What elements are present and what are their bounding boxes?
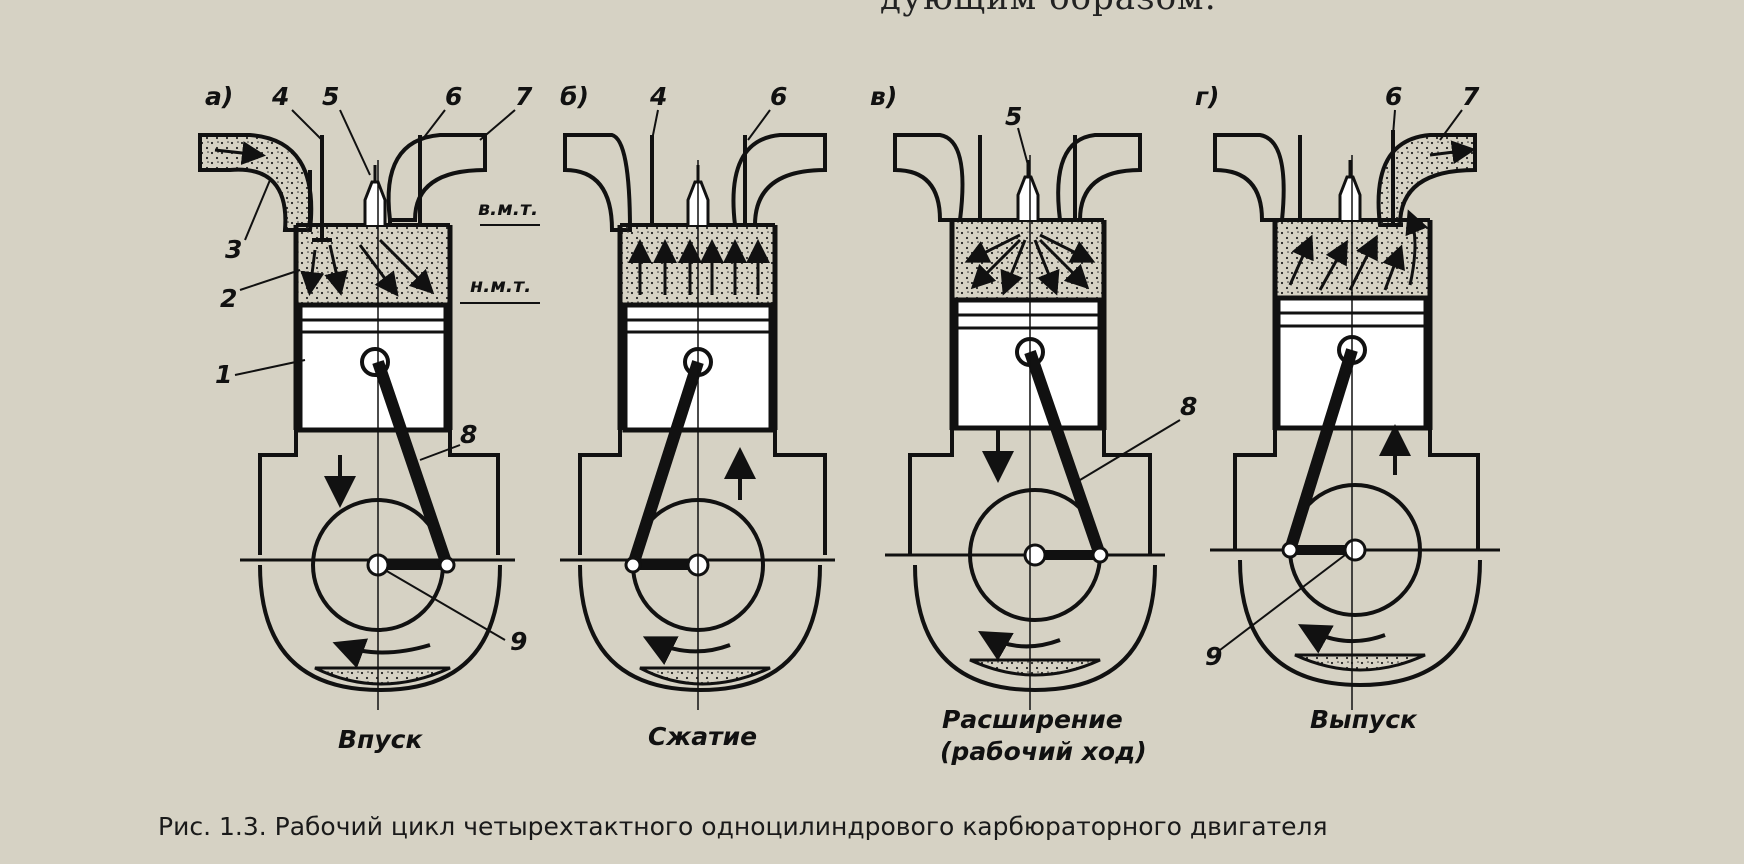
callout-5: 5 — [322, 82, 339, 111]
stroke-label: Сжатие — [648, 722, 757, 751]
callout-4: 4 — [649, 82, 667, 111]
callout-9: 9 — [1205, 642, 1222, 671]
engine-cycle-diagram: а) — [198, 82, 1500, 766]
callout-6: 6 — [1385, 82, 1402, 111]
panel-power: в) — [870, 82, 1197, 766]
tdc-label: в.м.т. — [478, 198, 538, 220]
callout-7: 7 — [1462, 82, 1480, 111]
panel-intake: а) — [198, 82, 540, 754]
panel-exhaust: г) — [1195, 82, 1500, 734]
callout-9: 9 — [510, 627, 527, 656]
callout-4: 4 — [271, 82, 289, 111]
callout-6: 6 — [445, 82, 462, 111]
stroke-label: Впуск — [338, 725, 423, 754]
panel-compression: б) — [560, 82, 835, 751]
stroke-label-2: (рабочий ход) — [940, 737, 1147, 766]
panel-letter: а) — [205, 82, 233, 111]
callout-5: 5 — [1005, 102, 1022, 131]
callout-6: 6 — [770, 82, 787, 111]
callout-8: 8 — [1180, 392, 1197, 421]
callout-7: 7 — [515, 82, 533, 111]
callout-3: 3 — [225, 235, 242, 264]
callout-1: 1 — [215, 360, 232, 389]
callout-2: 2 — [220, 284, 237, 313]
stroke-label: Расширение — [942, 705, 1123, 734]
callout-8: 8 — [460, 420, 477, 449]
bdc-label: н.м.т. — [470, 275, 531, 297]
panel-letter: б) — [560, 82, 589, 111]
figure-caption: Рис. 1.3. Рабочий цикл четырехтактного о… — [158, 812, 1328, 841]
panel-letter: г) — [1195, 82, 1220, 111]
top-text: дующим образом: — [880, 0, 1217, 18]
panel-letter: в) — [870, 82, 897, 111]
stroke-label: Выпуск — [1310, 705, 1418, 734]
